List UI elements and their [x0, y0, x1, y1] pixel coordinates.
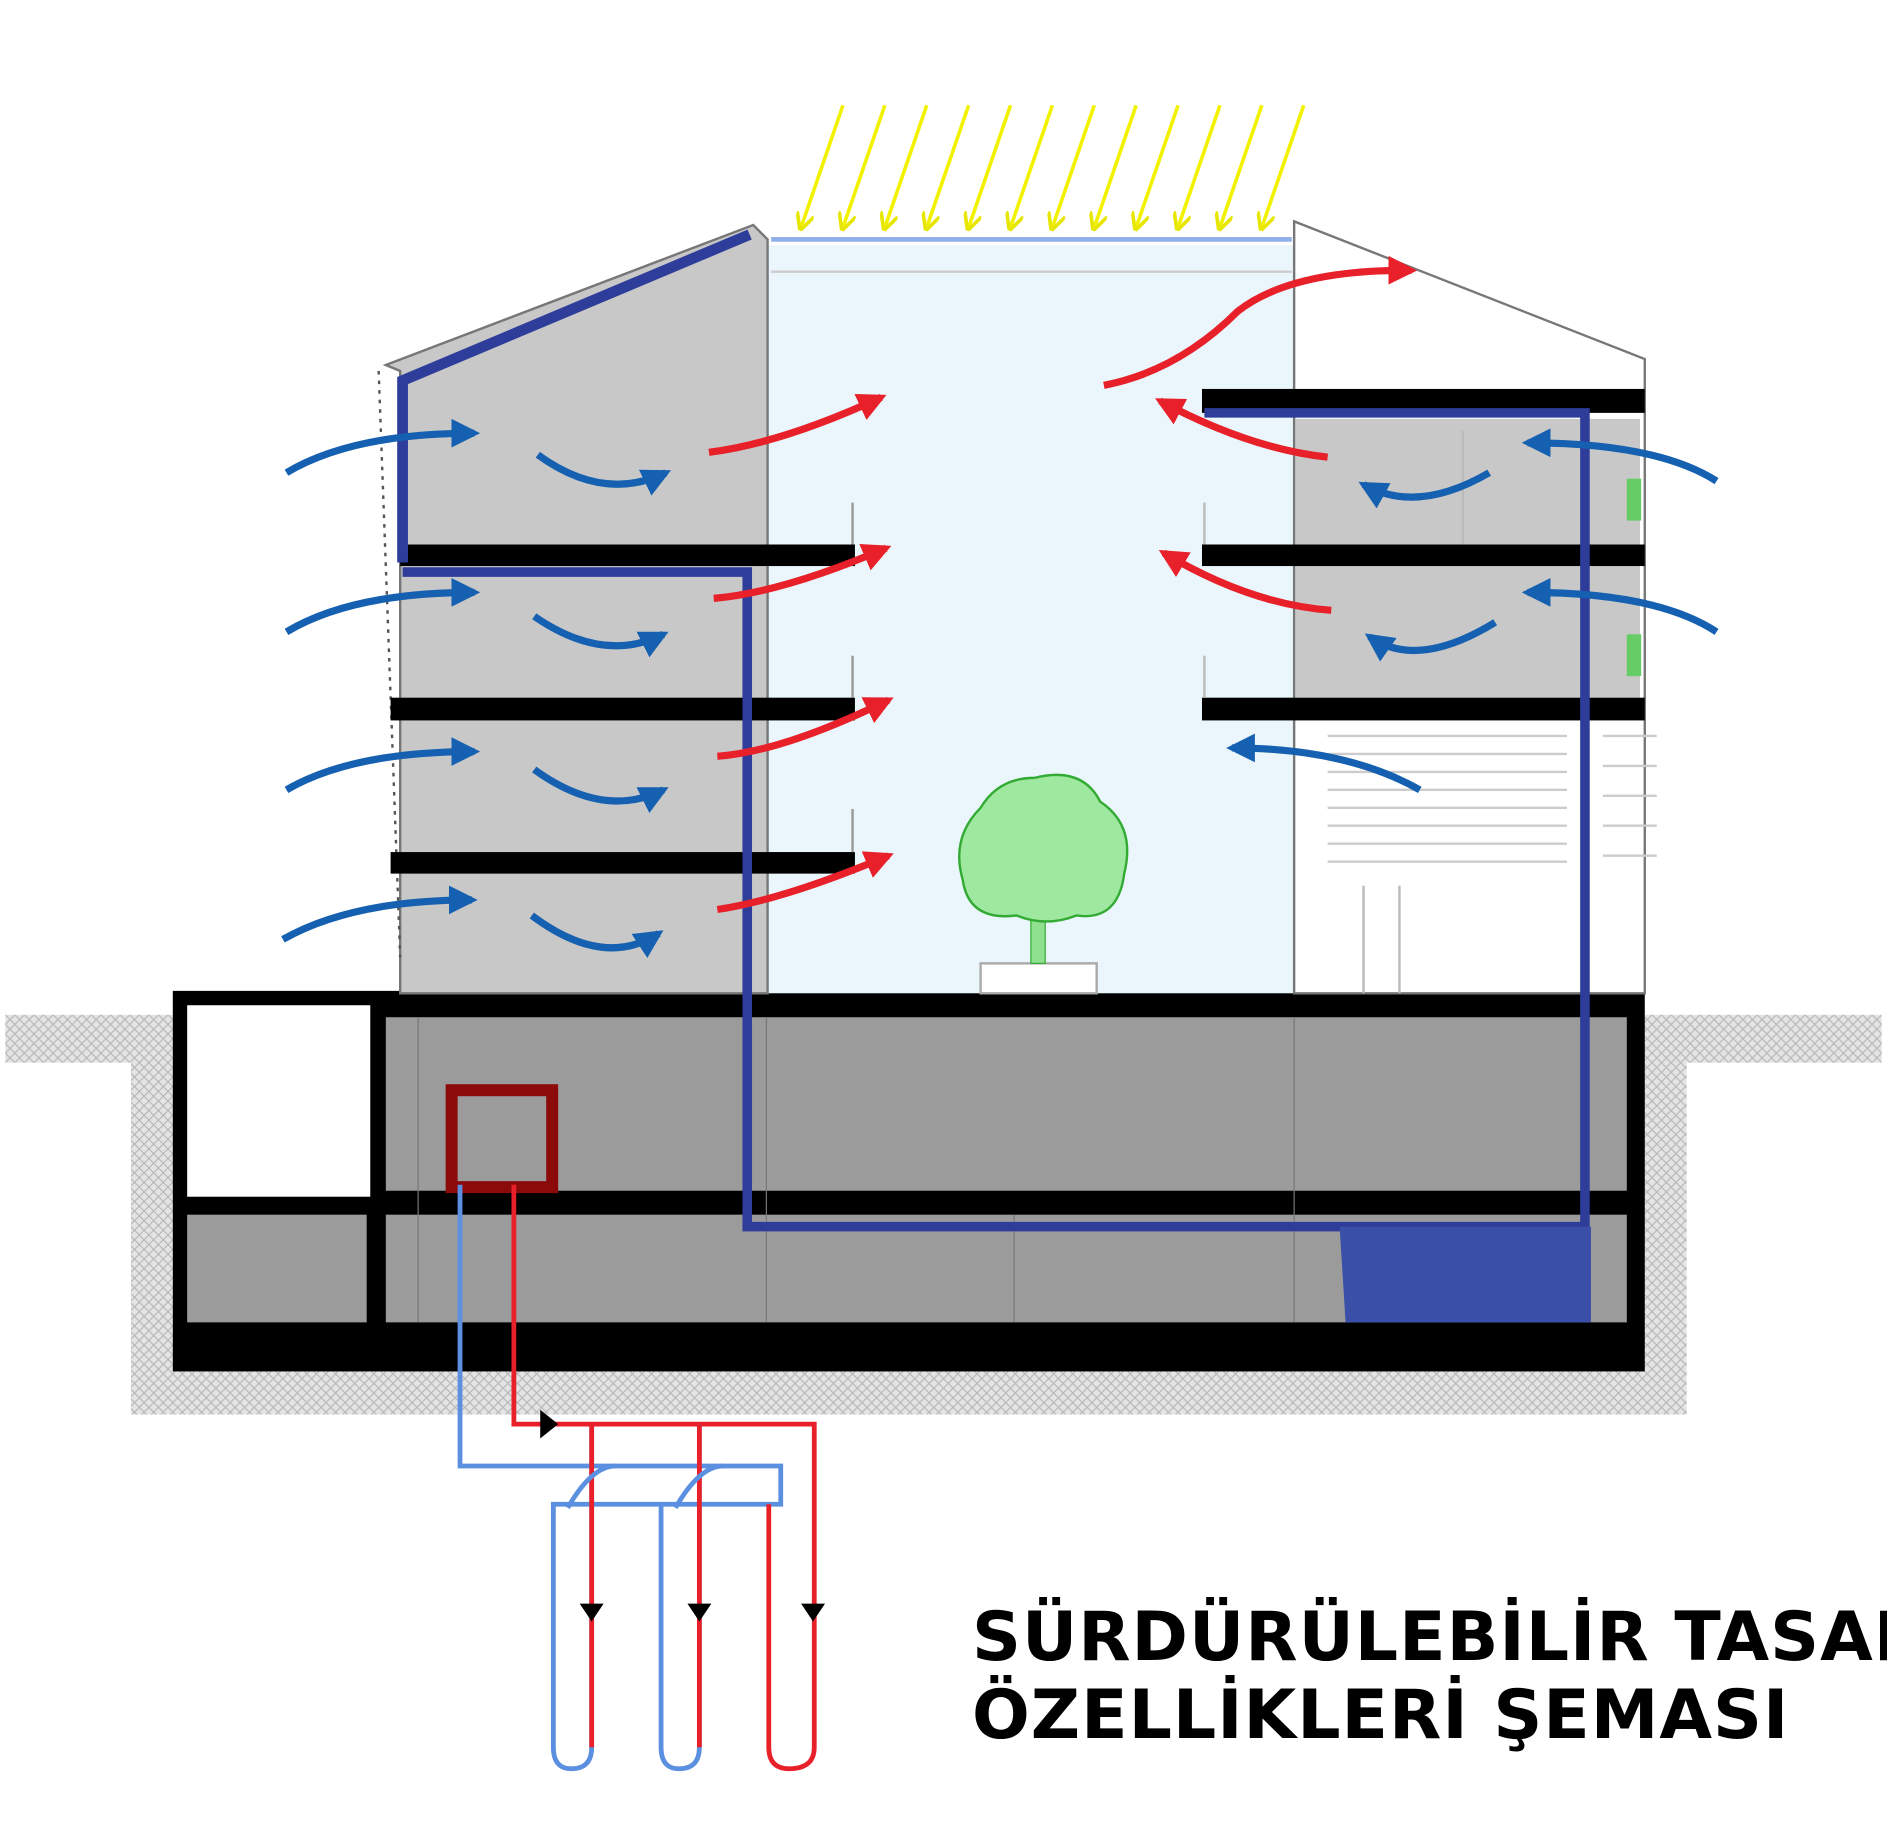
heat-pump-box	[445, 1084, 559, 1194]
geothermal-loops	[457, 1184, 817, 1772]
water-tank	[1339, 1226, 1591, 1323]
warm-air-arrows	[708, 255, 1418, 914]
rainwater-pipe	[397, 229, 1590, 1232]
plant-icon	[1626, 478, 1642, 521]
sun-rays	[801, 104, 1306, 227]
tree-icon	[958, 773, 1129, 995]
left-block	[377, 223, 855, 995]
diagram-title-line-2: ÖZELLİKLERİ ŞEMASI	[972, 1676, 1790, 1755]
basement	[172, 990, 1645, 1372]
diagram-title-line-1: SÜRDÜRÜLEBİLİR TASARIM	[972, 1598, 1887, 1677]
flow-valve-icons	[540, 1409, 826, 1622]
cool-air-arrows	[281, 418, 1719, 959]
plant-icon	[1626, 634, 1642, 677]
